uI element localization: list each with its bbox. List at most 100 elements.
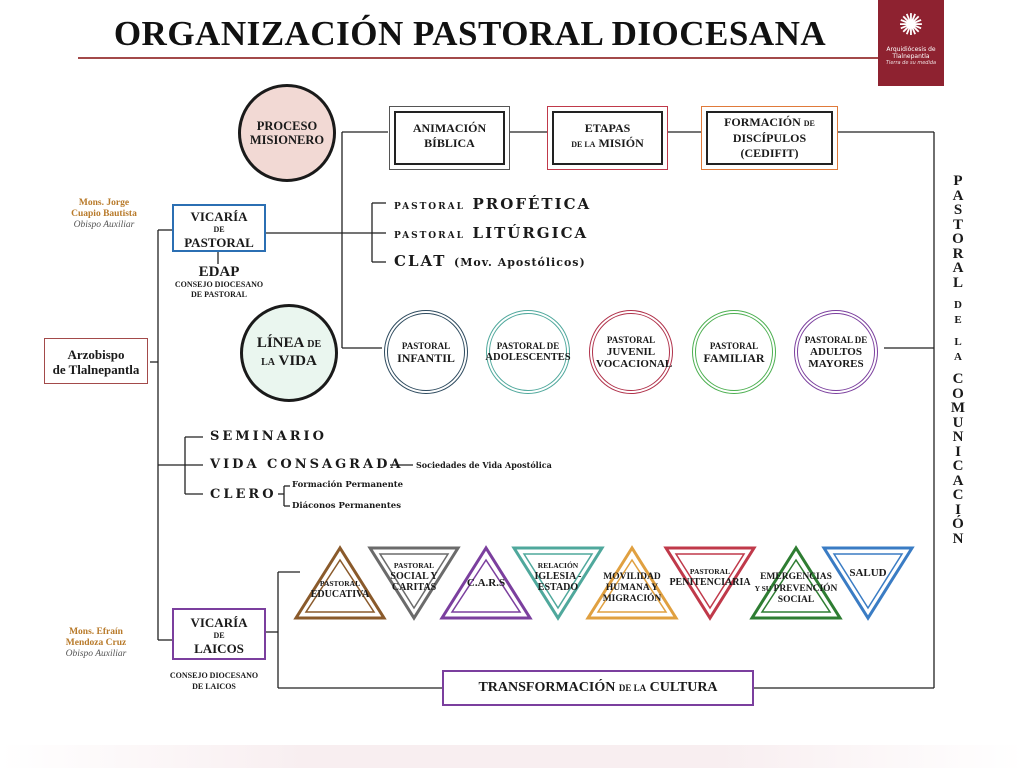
tri-cars-shape bbox=[439, 545, 533, 620]
tri-emergencias-small: Y SU bbox=[754, 584, 772, 593]
transformacion-a: TRANSFORMACIÓN bbox=[478, 680, 616, 695]
vertical-letter: A bbox=[954, 350, 962, 363]
tri-movilidad-shape bbox=[585, 545, 679, 620]
logo-line2: Tierra de su medida bbox=[885, 60, 937, 66]
tri-educativa-label: PASTORAL EDUCATIVA bbox=[296, 578, 384, 600]
linea-line1a: LÍNEA bbox=[256, 335, 304, 351]
linea-vida-circle: LÍNEA DE LA VIDA bbox=[240, 304, 338, 402]
etapas-mision-box: ETAPAS DE LA MISIÓN bbox=[547, 106, 668, 170]
tri-iglesia-label: RELACIÓN IGLESIA - ESTADO bbox=[526, 560, 590, 593]
vertical-letter: Ó bbox=[952, 516, 964, 532]
liturgica-big: LITÚRGICA bbox=[472, 224, 589, 242]
formacion-line1a: FORMACIÓN bbox=[724, 115, 801, 129]
tri-movilidad-big: MOVILIDAD HUMANA Y MIGRACIÓN bbox=[602, 572, 662, 604]
sociedades-vida-apostolica: Sociedades de Vida Apostólica bbox=[416, 460, 552, 470]
bishop-1-name2: Cuapio Bautista bbox=[71, 209, 137, 219]
page-title: ORGANIZACIÓN PASTORAL DIOCESANA bbox=[113, 14, 827, 53]
edap-block: EDAP CONSEJO DIOCESANO DE PASTORAL bbox=[160, 264, 278, 300]
vertical-letter: R bbox=[952, 245, 964, 262]
tri-salud-label: SALUD bbox=[824, 568, 912, 579]
tri-emergencias-big: EMERGENCIAS bbox=[760, 572, 832, 582]
formacion-discipulos-box: FORMACIÓN DE DISCÍPULOS (CEDIFIT) bbox=[701, 106, 838, 170]
tri-cars-big: C.A.R.S bbox=[466, 577, 506, 589]
ring-infantil-big: INFANTIL bbox=[397, 351, 455, 365]
animacion-biblica-box: ANIMACIÓN BÍBLICA bbox=[389, 106, 510, 170]
vertical-letter: N bbox=[952, 429, 964, 445]
bishop-2-name1: Mons. Efraín bbox=[69, 627, 123, 637]
transformacion-cultura-box: TRANSFORMACIÓN DE LA CULTURA bbox=[442, 670, 754, 706]
profetica-big: PROFÉTICA bbox=[472, 195, 592, 213]
vertical-letter: O bbox=[952, 231, 964, 247]
formacion-line2: DISCÍPULOS bbox=[732, 131, 807, 145]
vertical-letter: D bbox=[954, 299, 962, 311]
vertical-letter: C bbox=[952, 371, 964, 387]
ring-familiar-small: PASTORAL bbox=[709, 341, 759, 351]
bottom-gradient-bar bbox=[0, 745, 1024, 768]
profetica-small: PASTORAL bbox=[394, 202, 465, 212]
archbishop-box: Arzobispo de Tlalnepantla bbox=[44, 338, 148, 384]
tri-social-label: PASTORAL SOCIAL Y CARITAS bbox=[384, 560, 444, 593]
tri-penitenciaria-small: PASTORAL bbox=[689, 567, 731, 576]
seminario: SEMINARIO bbox=[210, 429, 327, 444]
diaconos-permanentes: Diáconos Permanentes bbox=[292, 501, 401, 511]
tri-salud-shape bbox=[821, 546, 915, 621]
vertical-letter: O bbox=[952, 385, 964, 402]
tri-movilidad-label: MOVILIDAD HUMANA Y MIGRACIÓN bbox=[598, 572, 666, 605]
ring-juvenil-small: PASTORAL bbox=[606, 335, 656, 345]
bishop-2-role: Obispo Auxiliar bbox=[65, 649, 127, 659]
ring-adolescentes-small: PASTORAL DE bbox=[496, 341, 560, 351]
vicaria-pastoral-box: VICARÍA DE PASTORAL bbox=[172, 204, 266, 252]
animacion-line2: BÍBLICA bbox=[424, 136, 475, 150]
archbishop-line2: de Tlalnepantla bbox=[52, 362, 140, 377]
etapas-line2b: MISIÓN bbox=[598, 136, 644, 150]
tri-social-big: SOCIAL Y CARITAS bbox=[390, 571, 438, 593]
pastoral-profetica: PASTORAL PROFÉTICA bbox=[394, 194, 591, 213]
formacion-line3: (CEDIFIT) bbox=[740, 146, 799, 160]
transformacion-c: CULTURA bbox=[649, 680, 718, 695]
tri-emergencias-label: EMERGENCIAS Y SU PREVENCIÓN SOCIAL bbox=[748, 572, 844, 606]
vertical-letter: E bbox=[954, 313, 962, 326]
tri-penitenciaria-big: PENITENCIARIA bbox=[669, 577, 751, 588]
vida-consagrada: VIDA CONSAGRADA bbox=[210, 457, 404, 472]
proceso-misionero-circle: PROCESO MISIONERO bbox=[238, 84, 336, 182]
clat-small: (Mov. Apostólicos) bbox=[454, 256, 586, 269]
linea-line2b: VIDA bbox=[278, 353, 317, 369]
consejo-laicos-line2: DE LAICOS bbox=[192, 682, 236, 691]
ring-juvenil-big: JUVENIL VOCACIONAL bbox=[596, 346, 673, 370]
formacion-permanente: Formación Permanente bbox=[292, 480, 404, 490]
clero: CLERO bbox=[210, 487, 277, 502]
tri-emergencias-big2: PREVENCIÓN bbox=[773, 584, 838, 594]
vicaria-laicos-line2: DE bbox=[213, 631, 225, 640]
tri-emergencias-shape bbox=[749, 545, 843, 620]
title-underline bbox=[78, 57, 878, 59]
vertical-letter: A bbox=[952, 260, 964, 276]
tri-educativa-small: PASTORAL bbox=[319, 579, 361, 588]
vicaria-laicos-line3: LAICOS bbox=[194, 641, 244, 656]
linea-line1b: DE bbox=[307, 339, 322, 350]
edap-sub2: DE PASTORAL bbox=[191, 290, 247, 299]
tri-salud-big: SALUD bbox=[849, 567, 887, 579]
proceso-line1: PROCESO bbox=[256, 119, 318, 133]
vertical-letter: T bbox=[952, 216, 963, 233]
vertical-letter bbox=[944, 327, 972, 335]
vertical-letter: U bbox=[952, 414, 964, 431]
tri-social-shape bbox=[367, 546, 461, 621]
vicaria-pastoral-line1: VICARÍA bbox=[190, 209, 248, 224]
ring-adolescentes-big: ADOLESCENTES bbox=[485, 352, 571, 363]
vertical-letter: L bbox=[952, 274, 963, 291]
tri-penitenciaria-label: PASTORAL PENITENCIARIA bbox=[666, 566, 754, 588]
vertical-letter: P bbox=[953, 173, 963, 189]
bishop-1-role: Obispo Auxiliar bbox=[73, 220, 135, 230]
bishop-1: Mons. Jorge Cuapio Bautista Obispo Auxil… bbox=[52, 198, 156, 231]
archdiocese-logo: ✺ Arquidiócesis de Tlalnepantla Tierra d… bbox=[878, 0, 944, 86]
ring-adultos-big: ADULTOS MAYORES bbox=[808, 346, 864, 370]
linea-line2a: LA bbox=[261, 357, 276, 368]
vertical-letter: L bbox=[954, 336, 962, 348]
tri-educativa-big: EDUCATIVA bbox=[310, 589, 370, 600]
